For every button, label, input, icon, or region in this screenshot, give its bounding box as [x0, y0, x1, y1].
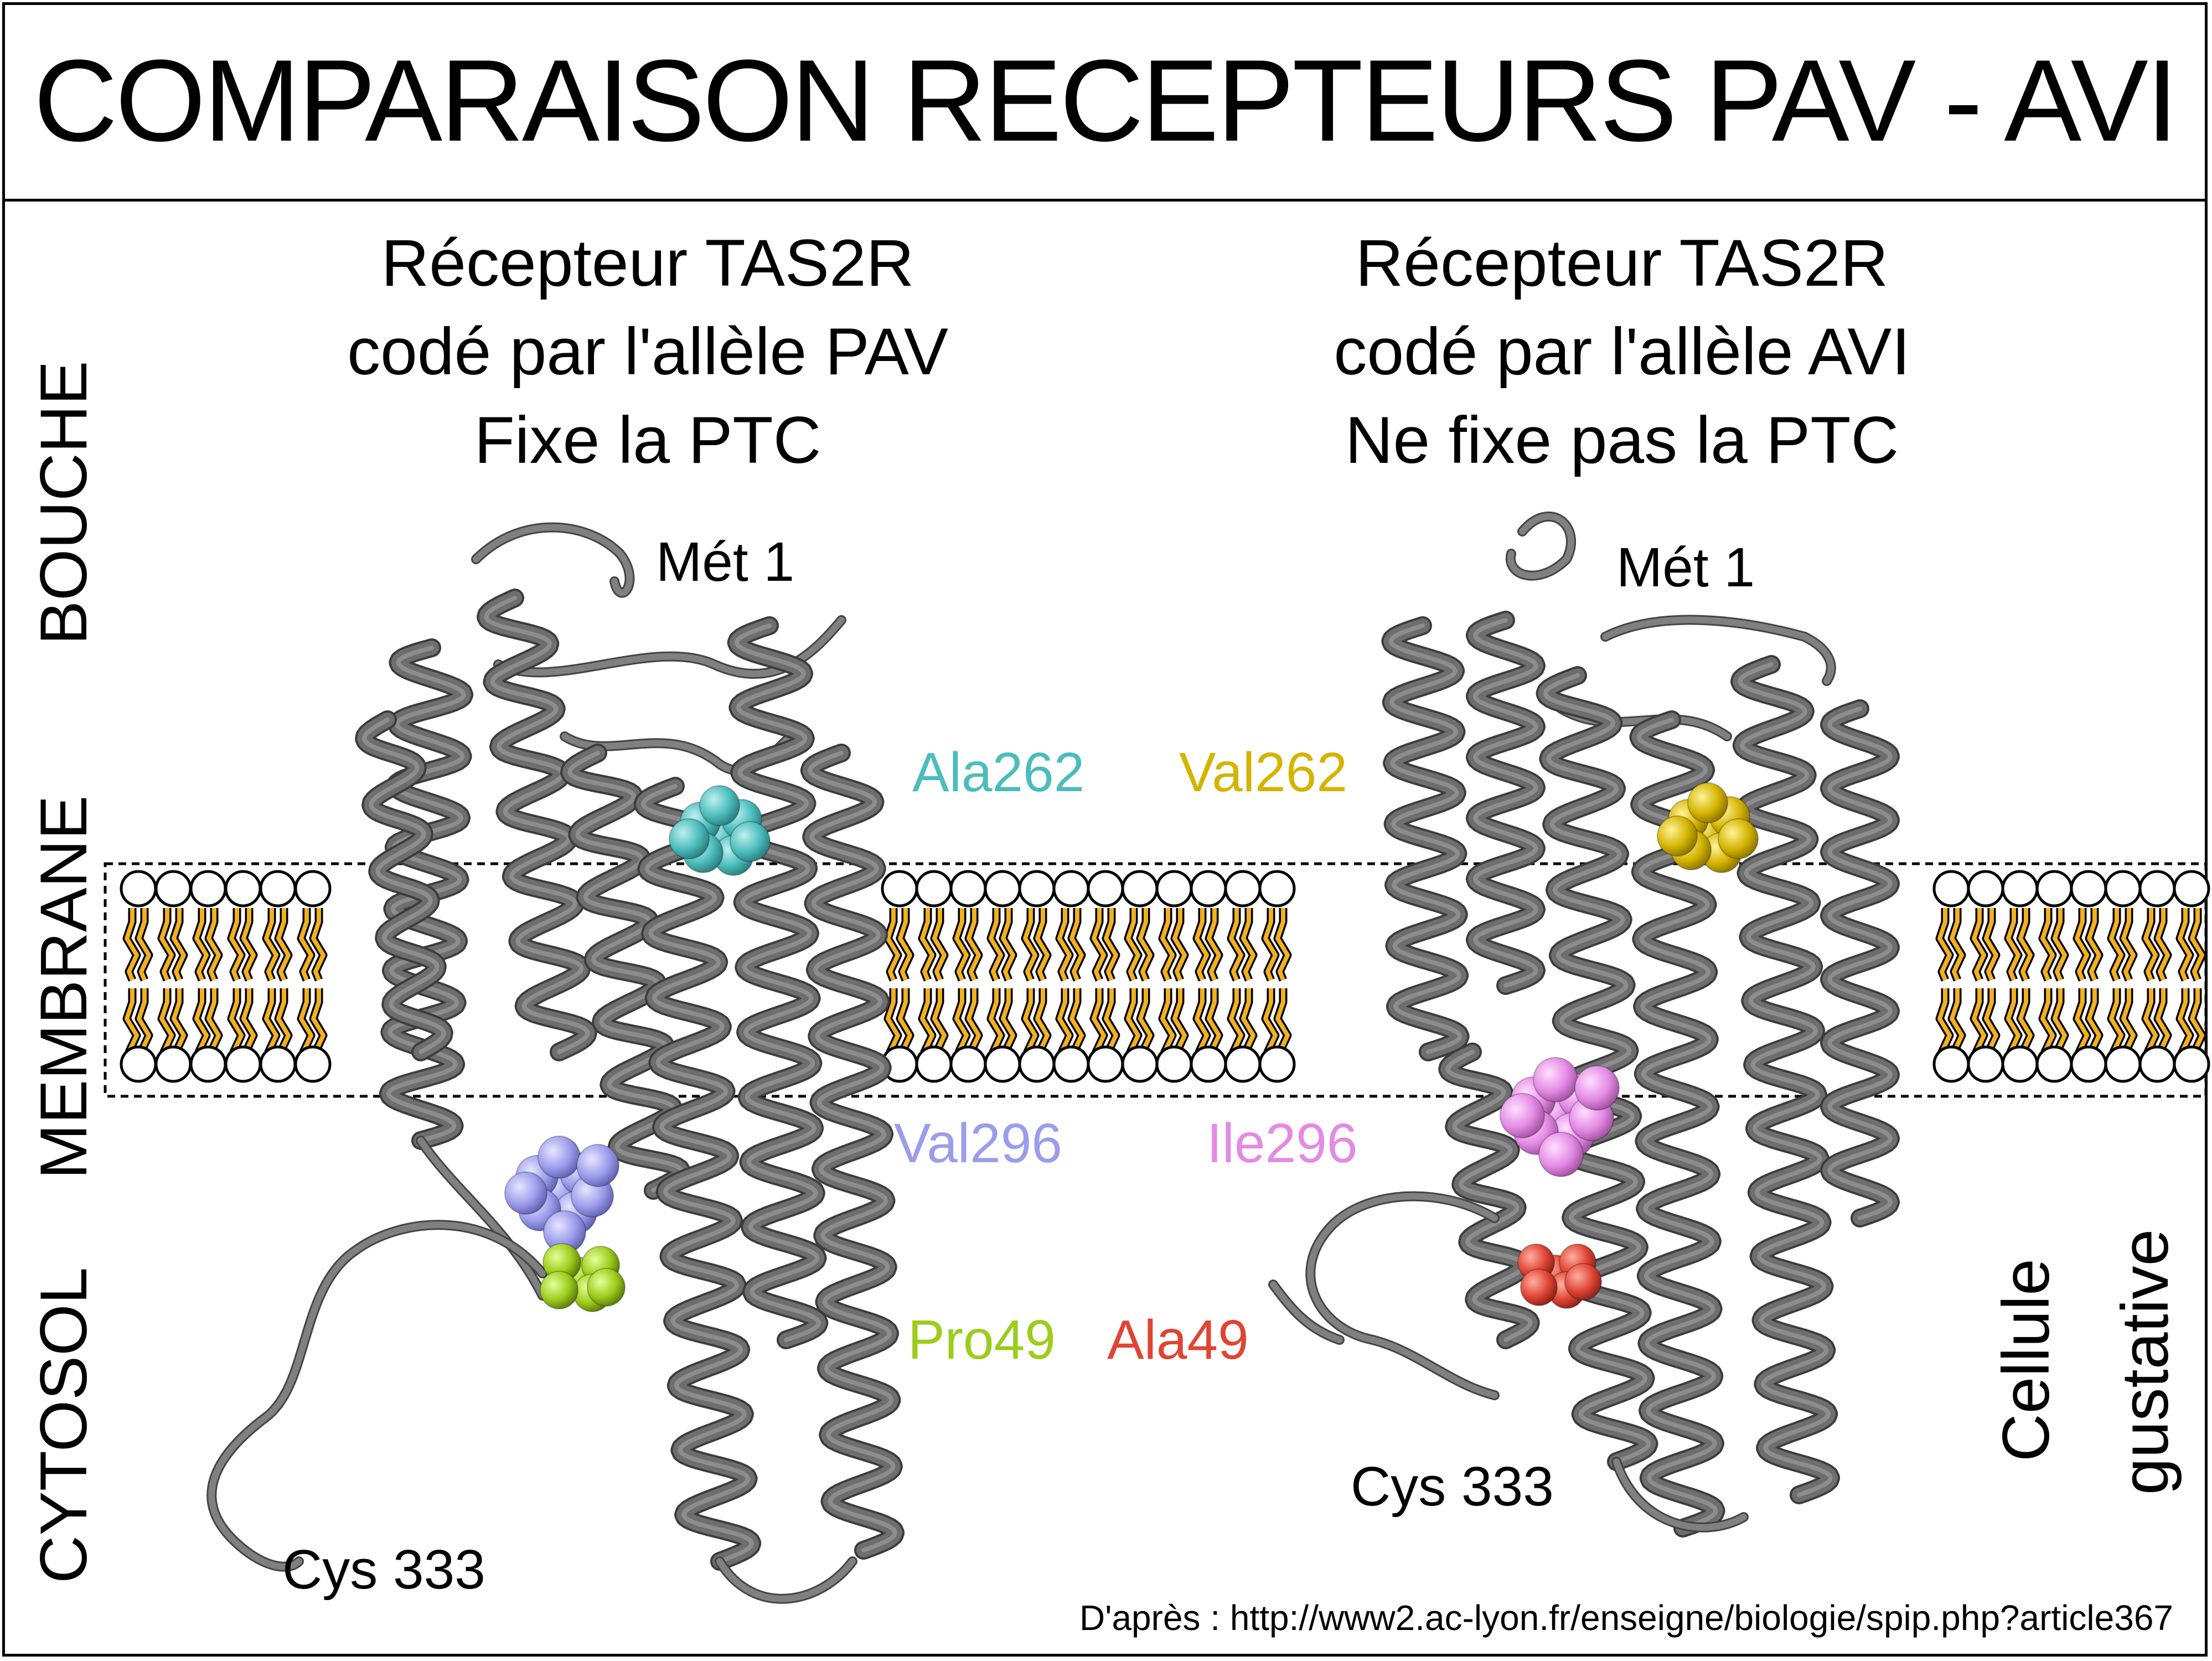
receptor-avi-line1: Récepteur TAS2R — [1355, 226, 1889, 300]
zone-label-bouche: BOUCHE — [27, 360, 101, 645]
lipid — [224, 870, 262, 1083]
lipid — [2173, 870, 2210, 1083]
ala49-spheres — [1517, 1244, 1602, 1309]
label-ile296: Ile296 — [1207, 1112, 1358, 1174]
lipid — [2138, 870, 2176, 1083]
pro49-spheres — [540, 1243, 626, 1312]
receptor-pav-heading: Récepteur TAS2R codé par l'allèle PAV Fi… — [232, 219, 1063, 484]
lipid — [984, 870, 1021, 1083]
lipid-bilayer — [120, 870, 2210, 1083]
lipid — [1052, 870, 1090, 1083]
lipid — [1224, 870, 1262, 1083]
lipid — [2070, 870, 2107, 1083]
label-ala262: Ala262 — [912, 741, 1085, 803]
lipid — [1018, 870, 1056, 1083]
receptor-pav-ribbon — [206, 522, 905, 1604]
source-credit: D'après : http://www2.ac-lyon.fr/enseign… — [1079, 1598, 2173, 1638]
lipid — [154, 870, 192, 1083]
receptor-avi-line2: codé par l'allèle AVI — [1334, 314, 1910, 389]
label-cys333-left: Cys 333 — [282, 1539, 485, 1601]
lipid — [189, 870, 227, 1083]
ile296-spheres — [1500, 1057, 1620, 1177]
lipid — [1932, 870, 1970, 1083]
zone-label-cytosol: CYTOSOL — [27, 1267, 101, 1583]
page-title: COMPARAISON RECEPTEURS PAV - AVI — [33, 35, 2179, 166]
lipid — [2104, 870, 2142, 1083]
receptor-pav-line2: codé par l'allèle PAV — [347, 314, 948, 389]
receptor-pav-line3: Fixe la PTC — [474, 403, 821, 477]
lipid — [294, 870, 332, 1083]
zone-label-membrane: MEMBRANE — [27, 795, 101, 1179]
cell-label-line1: Cellule — [1989, 1258, 2063, 1462]
lipid — [1190, 870, 1227, 1083]
cell-label-line2: gustative — [2108, 1229, 2182, 1495]
lipid — [2001, 870, 2039, 1083]
lipid — [881, 870, 918, 1083]
label-ala49: Ala49 — [1107, 1309, 1249, 1371]
membrane-box — [104, 862, 2208, 1098]
lipid — [2035, 870, 2073, 1083]
val262-spheres — [1657, 782, 1759, 873]
label-pro49: Pro49 — [908, 1309, 1056, 1371]
ala262-spheres — [669, 785, 771, 876]
lipid — [120, 870, 157, 1083]
lipid — [1967, 870, 2004, 1083]
lipid — [259, 870, 297, 1083]
lipid — [949, 870, 987, 1083]
label-met1-left: Mét 1 — [656, 531, 795, 593]
lipid — [1258, 870, 1296, 1083]
label-cys333-right: Cys 333 — [1351, 1456, 1554, 1518]
lipid — [1121, 870, 1159, 1083]
label-val296: Val296 — [894, 1112, 1062, 1174]
receptor-avi-line3: Ne fixe pas la PTC — [1345, 403, 1899, 477]
label-val262: Val262 — [1179, 741, 1347, 803]
residue-clusters — [504, 782, 1759, 1312]
receptor-avi-ribbon — [1268, 511, 1900, 1538]
title-box: COMPARAISON RECEPTEURS PAV - AVI — [2, 2, 2208, 202]
lipid — [915, 870, 953, 1083]
lipid — [1155, 870, 1193, 1083]
val296-spheres — [504, 1136, 619, 1254]
label-met1-right: Mét 1 — [1616, 537, 1755, 599]
receptor-avi-heading: Récepteur TAS2R codé par l'allèle AVI Ne… — [1207, 219, 2037, 484]
receptor-pav-line1: Récepteur TAS2R — [381, 226, 914, 300]
lipid — [1087, 870, 1124, 1083]
